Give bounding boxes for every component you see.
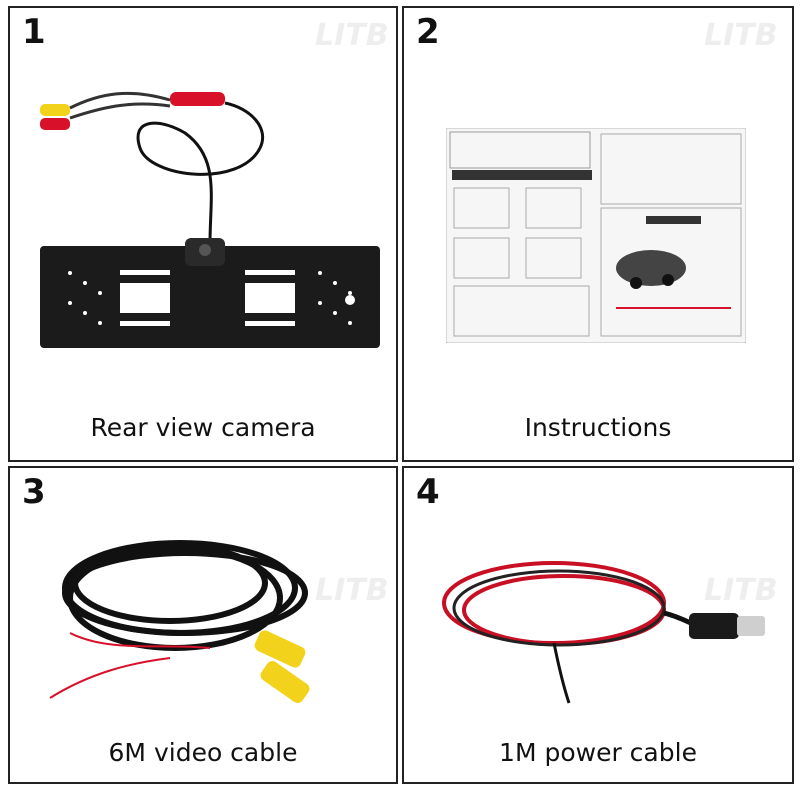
panel-number: 2 bbox=[416, 12, 440, 52]
rear-view-camera-image bbox=[40, 91, 380, 348]
panel-caption: 1M power cable bbox=[499, 738, 697, 767]
panel-rear-view-camera: 1 LITB bbox=[8, 6, 398, 462]
watermark: LITB bbox=[315, 18, 389, 53]
panel-instructions: 2 LITB Instructions bbox=[402, 6, 794, 462]
watermark: LITB bbox=[704, 18, 778, 53]
video-cable-image bbox=[49, 540, 310, 703]
panel-power-cable: 4 LITB 1M power cable bbox=[402, 466, 794, 784]
panel-caption: Instructions bbox=[524, 413, 672, 442]
panel-caption: 6M video cable bbox=[108, 738, 298, 767]
watermark: LITB bbox=[704, 573, 778, 608]
panel-video-cable: 3 LITB 6M video cable bbox=[8, 466, 398, 784]
panel-caption: Rear view camera bbox=[90, 413, 316, 442]
power-cable-image bbox=[442, 561, 765, 704]
panel-number: 4 bbox=[416, 472, 440, 512]
panel-number: 3 bbox=[22, 472, 46, 512]
instructions-sheet-image bbox=[446, 128, 746, 343]
panel-number: 1 bbox=[22, 12, 46, 52]
watermark: LITB bbox=[315, 573, 389, 608]
